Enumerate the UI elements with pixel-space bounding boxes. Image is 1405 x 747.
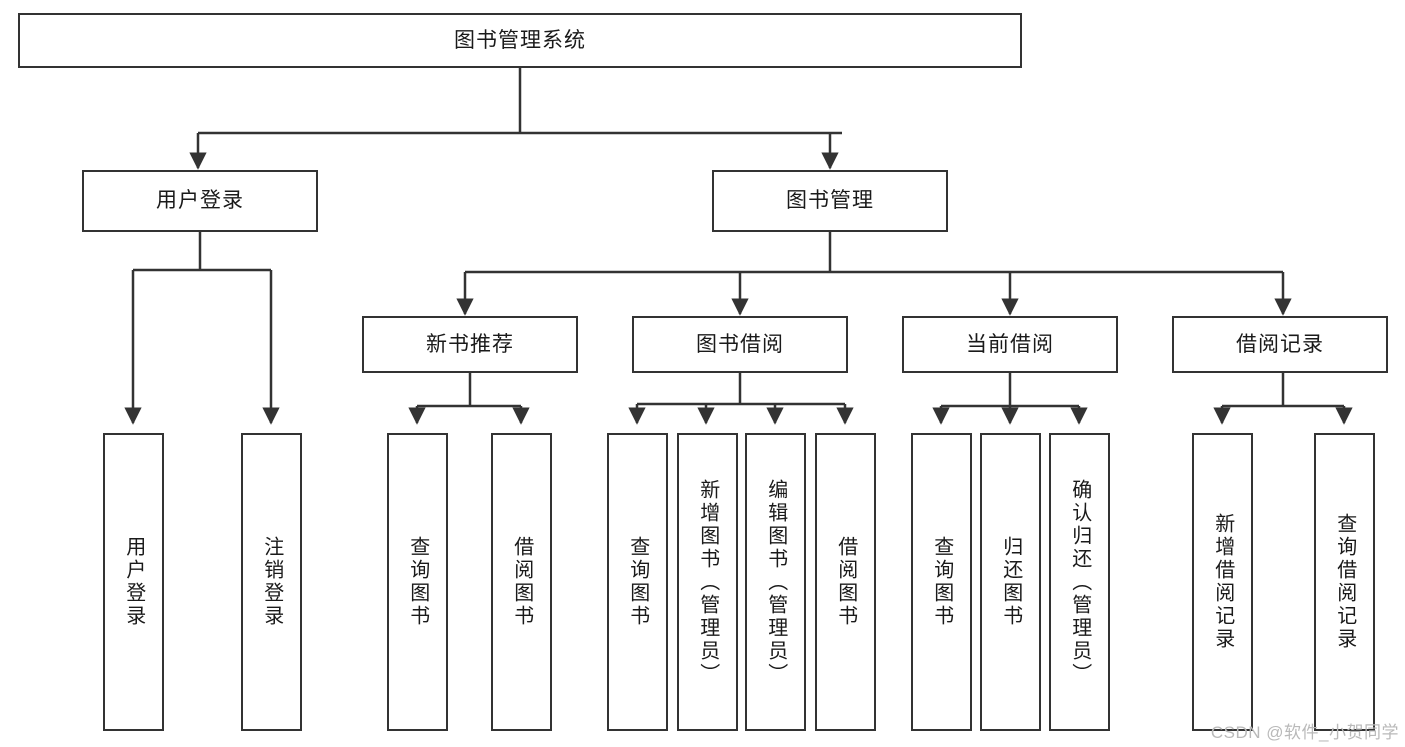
node-book-borrow[interactable]: 图书借阅 <box>632 316 848 373</box>
leaf-add-borrow-record-label: 新增借阅记录 <box>1211 513 1234 651</box>
node-borrow-records[interactable]: 借阅记录 <box>1172 316 1388 373</box>
leaf-borrow-book-1[interactable]: 借阅图书 <box>491 433 552 731</box>
node-current-borrow-label: 当前借阅 <box>966 332 1054 356</box>
node-root-label: 图书管理系统 <box>454 28 586 52</box>
node-new-book-recommend[interactable]: 新书推荐 <box>362 316 578 373</box>
leaf-edit-book-admin[interactable]: 编辑图书（管理员） <box>745 433 806 731</box>
leaf-query-book-3-label: 查询图书 <box>930 536 953 628</box>
leaf-confirm-return-admin-label: 确认归还（管理员） <box>1068 478 1091 686</box>
leaf-query-book-1[interactable]: 查询图书 <box>387 433 448 731</box>
leaf-confirm-return-admin[interactable]: 确认归还（管理员） <box>1049 433 1110 731</box>
leaf-query-book-3[interactable]: 查询图书 <box>911 433 972 731</box>
node-new-book-recommend-label: 新书推荐 <box>426 332 514 356</box>
leaf-borrow-book-1-label: 借阅图书 <box>510 536 533 628</box>
leaf-query-book-2-label: 查询图书 <box>626 536 649 628</box>
leaf-query-book-2[interactable]: 查询图书 <box>607 433 668 731</box>
leaf-borrow-book-2[interactable]: 借阅图书 <box>815 433 876 731</box>
csdn-watermark: CSDN @软件_小贺同学 <box>1210 723 1399 742</box>
leaf-logout-label: 注销登录 <box>260 536 283 628</box>
leaf-logout[interactable]: 注销登录 <box>241 433 302 731</box>
node-user-login[interactable]: 用户登录 <box>82 170 318 232</box>
leaf-user-login[interactable]: 用户登录 <box>103 433 164 731</box>
leaf-edit-book-admin-label: 编辑图书（管理员） <box>764 478 787 686</box>
leaf-add-book-admin-label: 新增图书（管理员） <box>696 478 719 686</box>
leaf-query-book-1-label: 查询图书 <box>406 536 429 628</box>
leaf-user-login-label: 用户登录 <box>122 536 145 628</box>
leaf-query-borrow-record[interactable]: 查询借阅记录 <box>1314 433 1375 731</box>
leaf-add-book-admin[interactable]: 新增图书（管理员） <box>677 433 738 731</box>
node-current-borrow[interactable]: 当前借阅 <box>902 316 1118 373</box>
leaf-return-book-label: 归还图书 <box>999 536 1022 628</box>
leaf-query-borrow-record-label: 查询借阅记录 <box>1333 513 1356 651</box>
leaf-borrow-book-2-label: 借阅图书 <box>834 536 857 628</box>
node-book-borrow-label: 图书借阅 <box>696 332 784 356</box>
node-root[interactable]: 图书管理系统 <box>18 13 1022 68</box>
node-book-management[interactable]: 图书管理 <box>712 170 948 232</box>
node-book-management-label: 图书管理 <box>786 189 874 213</box>
leaf-return-book[interactable]: 归还图书 <box>980 433 1041 731</box>
node-borrow-records-label: 借阅记录 <box>1236 332 1324 356</box>
leaf-add-borrow-record[interactable]: 新增借阅记录 <box>1192 433 1253 731</box>
node-user-login-label: 用户登录 <box>156 189 244 213</box>
